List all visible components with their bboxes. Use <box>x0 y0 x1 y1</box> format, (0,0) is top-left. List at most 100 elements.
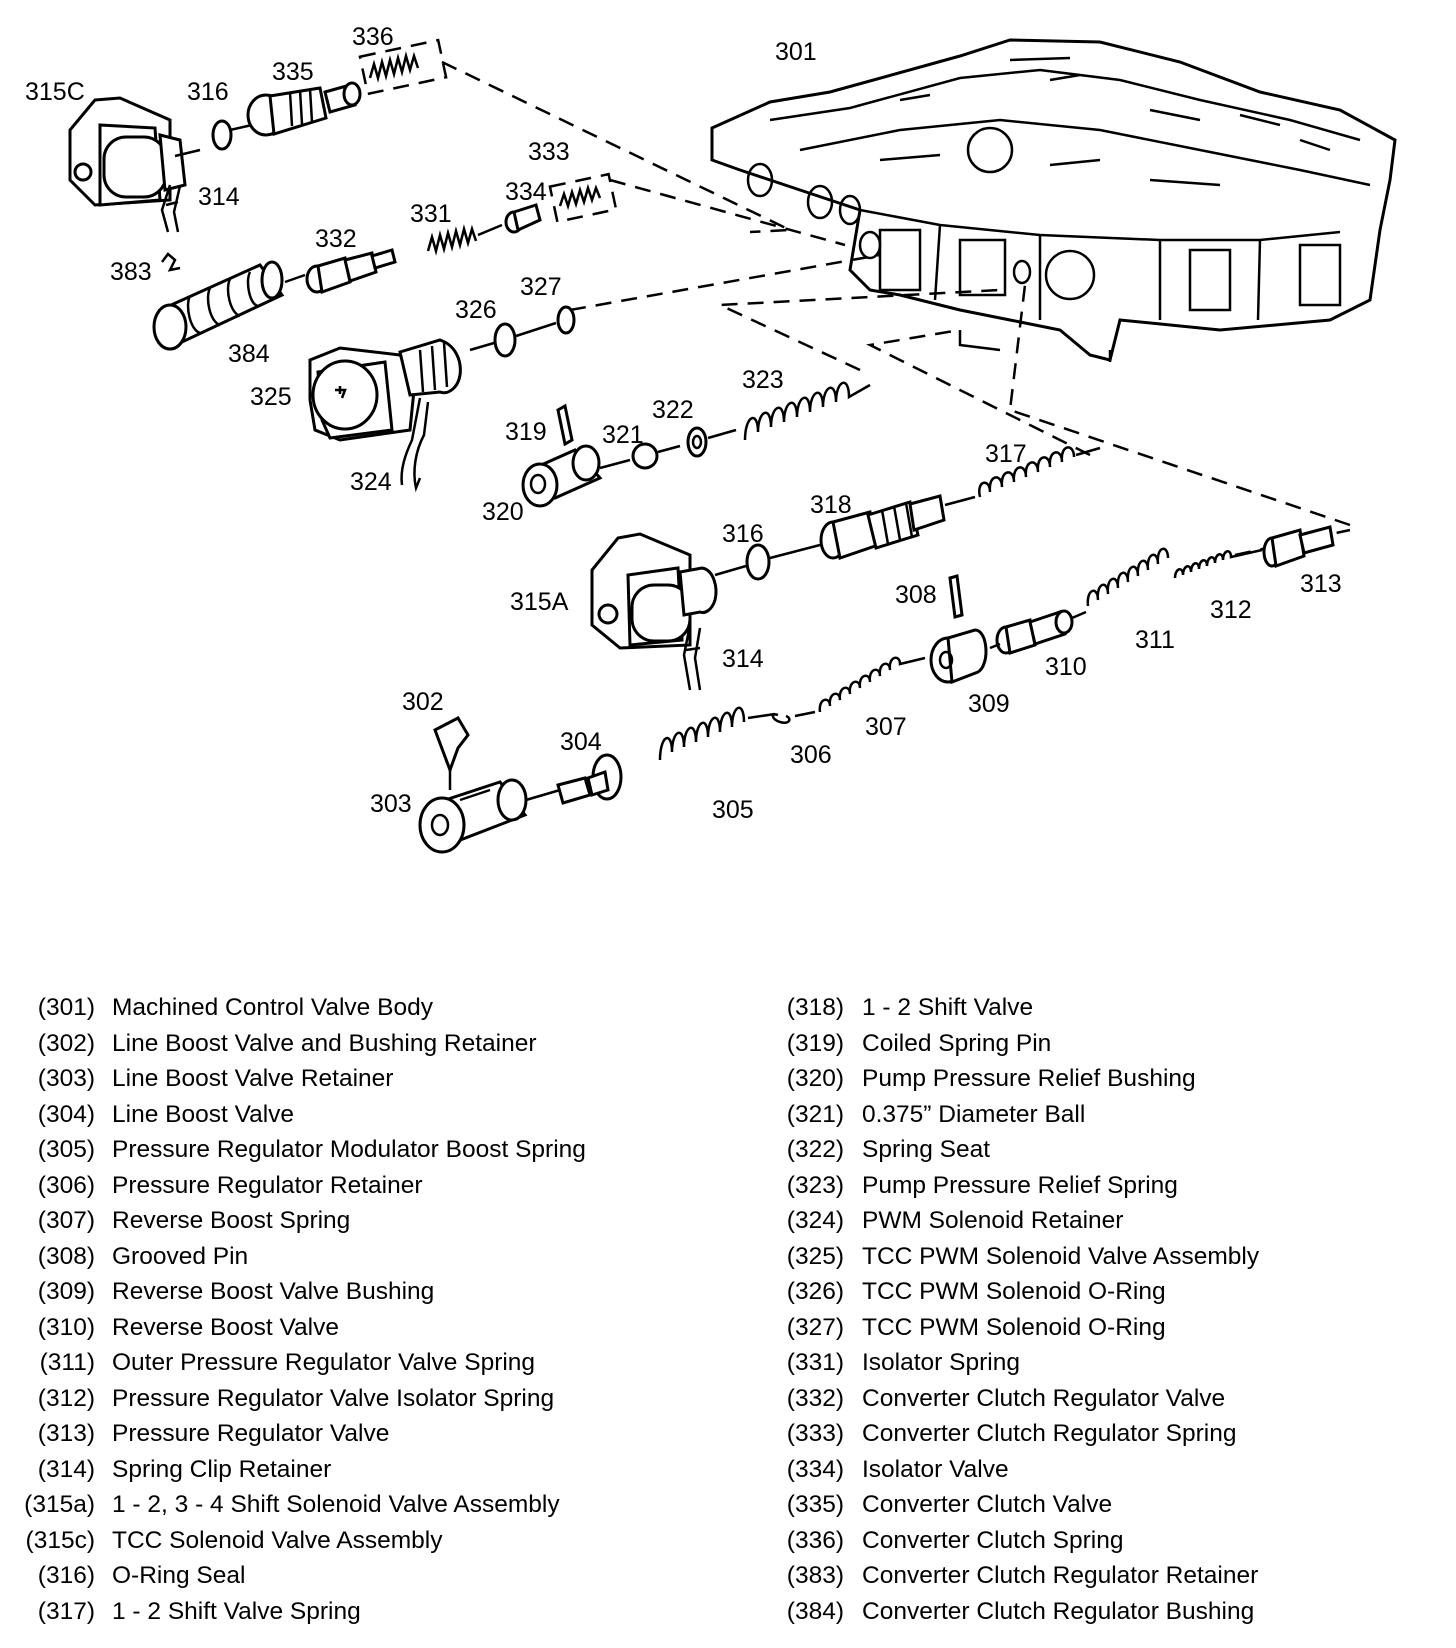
part-number: (305) <box>37 1136 95 1163</box>
part-description: Converter Clutch Spring <box>862 1526 1124 1554</box>
callout-307: 307 <box>865 713 907 741</box>
legend-row: (311)Outer Pressure Regulator Valve Spri… <box>0 1345 700 1381</box>
callout-315a: 315A <box>510 588 569 616</box>
legend-row: (318) 1 - 2 Shift Valve <box>770 990 1430 1026</box>
part-number: (314) <box>37 1455 95 1483</box>
part-description: Line Boost Valve and Bushing Retainer <box>112 1029 537 1057</box>
part-description: Reverse Boost Spring <box>112 1207 351 1234</box>
callout-326: 326 <box>455 296 497 324</box>
legend-row: (320)Pump Pressure Relief Bushing <box>770 1061 1430 1097</box>
retainer-383 <box>161 252 181 272</box>
legend-row: (309)Reverse Boost Valve Bushing <box>0 1274 700 1310</box>
pin-319 <box>556 403 574 447</box>
solenoid-315a <box>590 532 718 650</box>
legend-column-right: (318) 1 - 2 Shift Valve (319) Coiled Sprin… <box>770 990 1430 1629</box>
valve-313 <box>1262 525 1335 569</box>
legend-row: (305)Pressure Regulator Modulator Boost … <box>0 1132 700 1168</box>
callout-319: 319 <box>505 418 547 446</box>
callout-309: 309 <box>968 690 1010 718</box>
part-number: (301) <box>37 994 95 1021</box>
callout-384: 384 <box>228 340 270 368</box>
legend-row: (326)TCC PWM Solenoid O-Ring <box>770 1274 1430 1310</box>
part-description: TCC PWM Solenoid O-Ring <box>862 1278 1166 1305</box>
spring-336 <box>368 51 420 83</box>
legend-row: (384)Converter Clutch Regulator Bushing <box>770 1594 1430 1630</box>
part-number: (317) <box>37 1597 95 1625</box>
legend-row: (313)Pressure Regulator Valve <box>0 1416 700 1452</box>
axis-line <box>747 710 816 720</box>
valve-304 <box>556 753 623 805</box>
legend-row: (336) Converter Clutch Spring <box>770 1523 1430 1559</box>
seat-322 <box>686 426 708 458</box>
part-description: Line Boost Valve <box>112 1100 295 1128</box>
part-number: (336) <box>786 1526 844 1554</box>
legend-row: (312)Pressure Regulator Valve Isolator S… <box>0 1381 700 1417</box>
part-number: (313) <box>37 1420 95 1447</box>
legend-row: (334)Isolator Valve <box>770 1452 1430 1488</box>
part-description: TCC PWM Solenoid O-Ring <box>862 1313 1166 1341</box>
legend-row: (307)Reverse Boost Spring <box>0 1203 700 1239</box>
axis-line <box>599 458 631 470</box>
o-ring-326 <box>493 322 517 358</box>
part-number: (319) <box>786 1029 844 1057</box>
part-number: (315a) <box>24 1491 95 1518</box>
callout-325: 325 <box>250 383 292 411</box>
clip-314-top <box>160 184 182 233</box>
part-description: TCC Solenoid Valve Assembly <box>112 1526 443 1554</box>
spring-307 <box>818 656 926 713</box>
legend-row: (314)Spring Clip Retainer <box>0 1452 700 1488</box>
legend-row: (315c)TCC Solenoid Valve Assembly <box>0 1523 700 1559</box>
part-number: (318) <box>786 994 844 1021</box>
part-number: (321) <box>786 1100 844 1128</box>
legend-row: (308)Grooved Pin <box>0 1239 700 1275</box>
callout-302: 302 <box>402 688 444 716</box>
retainer-302 <box>433 716 470 775</box>
part-description: Converter Clutch Regulator Valve <box>862 1384 1226 1412</box>
callout-383: 383 <box>110 258 152 286</box>
callout-327: 327 <box>520 273 562 301</box>
callout-335: 335 <box>272 58 314 86</box>
part-description: Isolator Spring <box>862 1349 1020 1376</box>
part-number: (302) <box>37 1029 95 1057</box>
part-number: (308) <box>37 1242 95 1270</box>
callout-320: 320 <box>482 498 524 526</box>
callout-317: 317 <box>985 440 1027 468</box>
callout-313: 313 <box>1300 570 1342 598</box>
part-number: (383) <box>786 1562 844 1589</box>
legend-row: (304) Line Boost Valve <box>0 1097 700 1133</box>
legend-row: (316)O-Ring Seal <box>0 1558 700 1594</box>
part-number: (304) <box>37 1100 95 1128</box>
part-description: 1 - 2 Shift Valve Spring <box>112 1597 361 1625</box>
spring-333 <box>558 183 602 211</box>
callout-310: 310 <box>1045 653 1087 681</box>
legend-row: (321)0.375” Diameter Ball <box>770 1097 1430 1133</box>
legend-row: (301)Machined Control Valve Body <box>0 990 700 1026</box>
part-description: O-Ring Seal <box>112 1562 246 1589</box>
part-number: (322) <box>786 1136 844 1163</box>
spring-312 <box>1173 548 1263 579</box>
callout-312: 312 <box>1210 596 1252 624</box>
valve-318 <box>819 494 946 560</box>
callout-301: 301 <box>775 38 817 66</box>
valve-335 <box>246 81 362 137</box>
part-description: Pressure Regulator Retainer <box>112 1171 423 1199</box>
legend-row: (327)TCC PWM Solenoid O-Ring <box>770 1310 1430 1346</box>
part-description: Coiled Spring Pin <box>862 1029 1052 1057</box>
part-number: (310) <box>37 1313 95 1341</box>
callout-336: 336 <box>352 23 394 51</box>
axis-line <box>989 610 1087 650</box>
part-description: 1 - 2 Shift Valve <box>862 994 1034 1021</box>
callout-304: 304 <box>560 728 602 756</box>
callout-322: 322 <box>652 396 694 424</box>
part-description: Pump Pressure Relief Spring <box>862 1171 1178 1199</box>
part-description: Converter Clutch Regulator Retainer <box>862 1562 1259 1589</box>
legend-row: (317) 1 - 2 Shift Valve Spring <box>0 1594 700 1630</box>
callout-311: 311 <box>1135 626 1175 654</box>
valve-310 <box>995 609 1074 655</box>
callout-331: 331 <box>410 200 452 228</box>
part-description: Line Boost Valve Retainer <box>112 1065 394 1092</box>
clip-314-mid <box>682 624 702 691</box>
legend-row: (383) Converter Clutch Regulator Retainer <box>770 1558 1430 1594</box>
bushing-320 <box>521 444 603 508</box>
pin-308 <box>948 574 964 619</box>
